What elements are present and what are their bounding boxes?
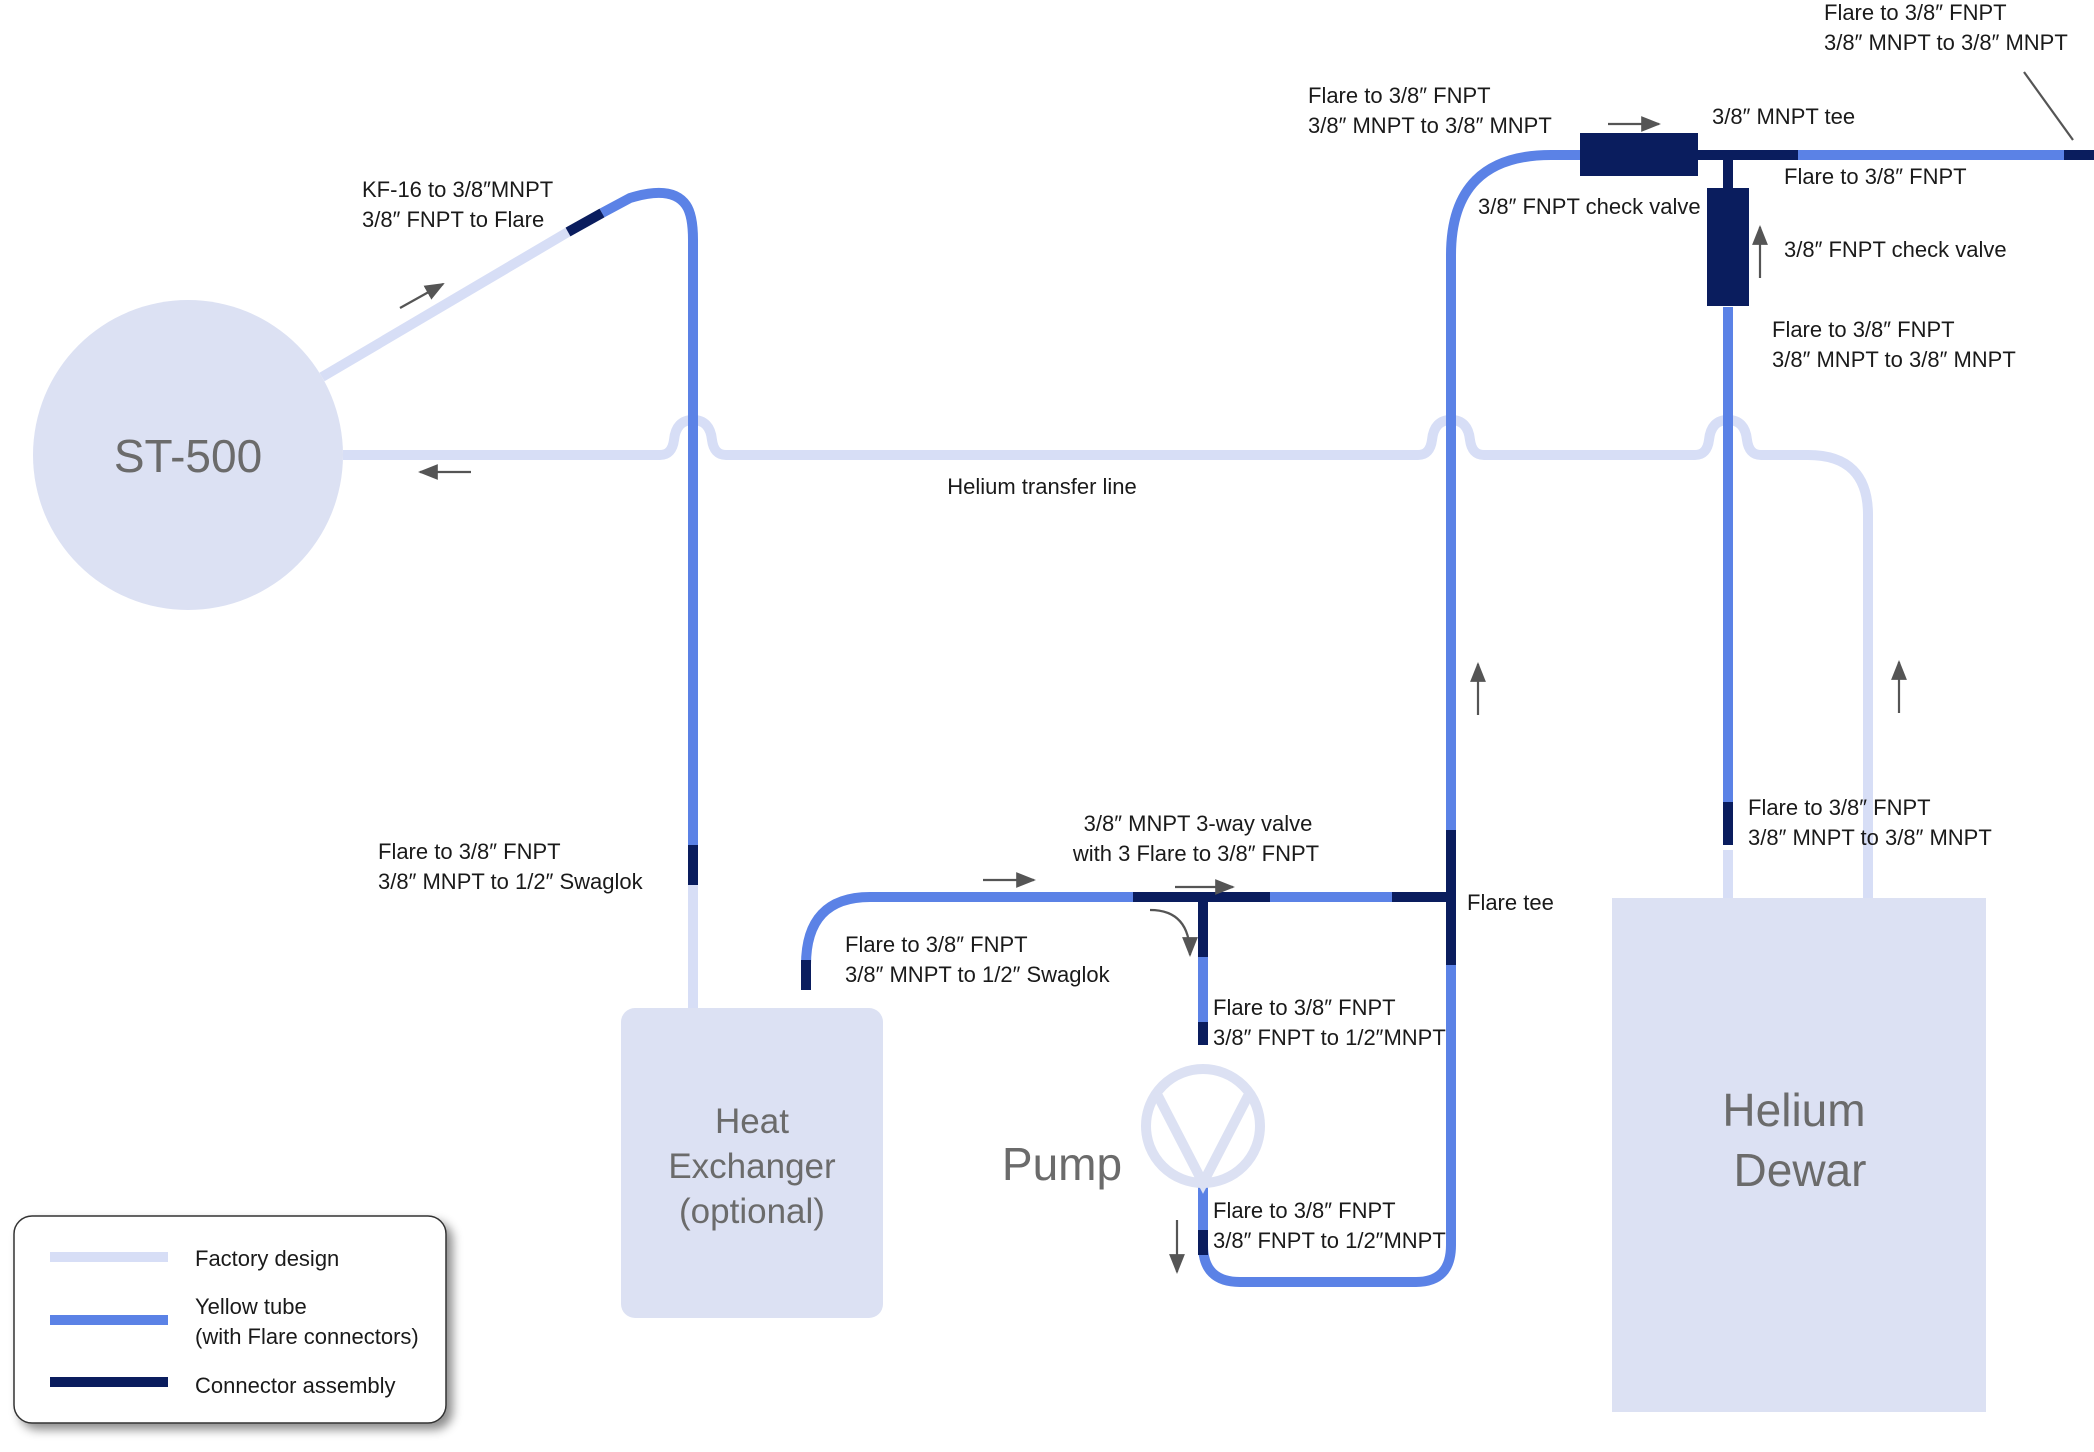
label-check-valve-right: 3/8″ FNPT check valve <box>1784 237 2007 262</box>
helium-dewar-title: Helium Dewar <box>1722 1084 1866 1196</box>
leader-top-corner <box>2023 71 2074 141</box>
legend-box <box>13 1215 447 1424</box>
label-mnpt-tee: 3/8″ MNPT tee <box>1712 104 1855 129</box>
label-dewar-riser-line-2: 3/8″ MNPT to 3/8″ MNPT <box>1748 825 1992 850</box>
label-dewar-riser-line-1: Flare to 3/8″ FNPT <box>1748 795 1931 820</box>
label-valve-line-2: with 3 Flare to 3/8″ FNPT <box>1072 841 1319 866</box>
heat-exchanger-line-1: Heat <box>715 1102 789 1141</box>
label-below-check-line-1: Flare to 3/8″ FNPT <box>1772 317 1955 342</box>
label-kf16-line-2: 3/8″ FNPT to Flare <box>362 207 544 232</box>
pump-symbol <box>1141 1064 1265 1194</box>
check-valve-right <box>1707 188 1749 306</box>
heat-exchanger-title: Heat Exchanger (optional) <box>668 1102 836 1231</box>
pump-v-mark <box>1153 1093 1253 1194</box>
label-top-corner-line-1: Flare to 3/8″ FNPT <box>1824 0 2007 25</box>
label-transfer-line: Helium transfer line <box>947 474 1137 499</box>
tube-st500-to-hx <box>599 187 698 845</box>
connector-assemblies <box>565 133 2094 1255</box>
helium-dewar-line-1: Helium <box>1722 1084 1865 1136</box>
heat-exchanger-box <box>621 1008 883 1318</box>
label-pump-bottom-line-1: Flare to 3/8″ FNPT <box>1213 1198 1396 1223</box>
heat-exchanger-line-3: (optional) <box>679 1192 825 1231</box>
st500-title: ST-500 <box>114 430 262 482</box>
arrow-st500-out <box>399 283 445 309</box>
label-flare-tee: Flare tee <box>1467 890 1554 915</box>
pump-title: Pump <box>1002 1138 1122 1190</box>
label-hx-right-line-2: 3/8″ MNPT to 1/2″ Swaglok <box>845 962 1111 987</box>
tube-pump-to-tee <box>1198 965 1456 1287</box>
label-top-left-check-line-2: 3/8″ MNPT to 3/8″ MNPT <box>1308 113 1552 138</box>
pump-circle <box>1141 1064 1265 1188</box>
legend-label-yellow-line-2: (with Flare connectors) <box>195 1324 419 1349</box>
label-kf16-line-1: KF-16 to 3/8″MNPT <box>362 177 553 202</box>
arrow-valve-turn <box>1149 908 1198 957</box>
heat-exchanger-line-2: Exchanger <box>668 1147 836 1186</box>
legend-label-connector: Connector assembly <box>195 1373 396 1398</box>
label-top-left-check-line-1: Flare to 3/8″ FNPT <box>1308 83 1491 108</box>
label-hx-right-line-1: Flare to 3/8″ FNPT <box>845 932 1028 957</box>
label-pump-bottom-line-2: 3/8″ FNPT to 1/2″MNPT <box>1213 1228 1446 1253</box>
factory-st500-outlet <box>319 227 571 382</box>
flow-arrows <box>399 71 2074 1274</box>
label-flare-to-fnpt-right: Flare to 3/8″ FNPT <box>1784 164 1967 189</box>
legend-label-factory: Factory design <box>195 1246 339 1271</box>
legend: Factory design Yellow tube (with Flare c… <box>13 1215 447 1424</box>
tube-tee-to-check <box>1446 150 1580 830</box>
annotation-labels: KF-16 to 3/8″MNPT 3/8″ FNPT to Flare Fla… <box>362 0 2068 1253</box>
tube-hx-to-valve <box>801 892 1140 990</box>
helium-dewar-box <box>1612 898 1986 1412</box>
label-hx-top-line-2: 3/8″ MNPT to 1/2″ Swaglok <box>378 869 644 894</box>
label-pump-top-line-1: Flare to 3/8″ FNPT <box>1213 995 1396 1020</box>
helium-dewar-line-2: Dewar <box>1734 1144 1867 1196</box>
legend-label-yellow-line-1: Yellow tube <box>195 1294 307 1319</box>
label-top-corner-line-2: 3/8″ MNPT to 3/8″ MNPT <box>1824 30 2068 55</box>
st500-vessel <box>33 300 343 610</box>
label-hx-top-line-1: Flare to 3/8″ FNPT <box>378 839 561 864</box>
label-below-check-line-2: 3/8″ MNPT to 3/8″ MNPT <box>1772 347 2016 372</box>
label-valve-line-1: 3/8″ MNPT 3-way valve <box>1084 811 1313 836</box>
conn-kf16 <box>565 208 605 237</box>
check-valve-left <box>1580 133 1698 176</box>
label-check-valve-left: 3/8″ FNPT check valve <box>1478 194 1701 219</box>
label-pump-top-line-2: 3/8″ FNPT to 1/2″MNPT <box>1213 1025 1446 1050</box>
yellow-tube-lines <box>599 150 2064 1287</box>
